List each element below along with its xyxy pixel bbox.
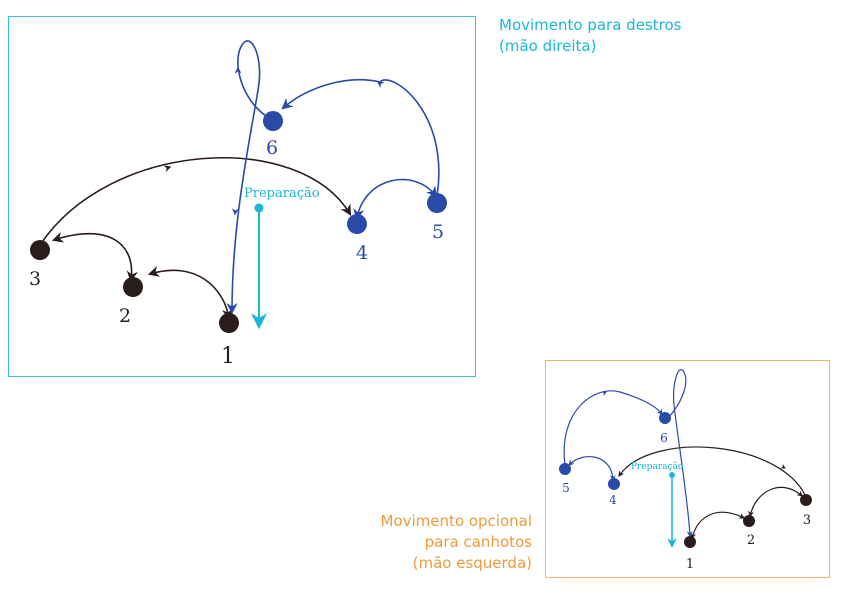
path-beat2-to-beat3 bbox=[51, 231, 138, 283]
lh-beat-2-dot bbox=[743, 515, 755, 527]
lh-beat-3-dot bbox=[800, 494, 812, 506]
left-caption-line3: (mão esquerda) bbox=[412, 554, 532, 572]
left-caption-line1: Movimento opcional bbox=[380, 512, 533, 530]
path-beat4-to-beat5 bbox=[353, 178, 438, 221]
lh-beat-2-label: 2 bbox=[747, 533, 755, 548]
left-hand-caption: Movimento opcional para canhotos (mão es… bbox=[381, 511, 533, 574]
lh-beat-5-label: 5 bbox=[562, 481, 570, 495]
beat-2-label: 2 bbox=[119, 305, 131, 327]
left-hand-diagram-frame bbox=[545, 360, 830, 578]
beat-4-dot bbox=[347, 214, 367, 234]
beat-3-dot bbox=[30, 240, 50, 260]
lh-path-beat5-to-beat6 bbox=[563, 390, 663, 466]
path-beat3-to-beat4 bbox=[39, 157, 352, 246]
beat-5-label: 5 bbox=[432, 221, 444, 243]
lh-path-beat1-to-beat2 bbox=[690, 511, 746, 540]
lh-beat-1-dot bbox=[684, 536, 696, 548]
lh-preparation-label: Preparação bbox=[631, 461, 683, 472]
lh-path-beat4-to-beat5 bbox=[568, 456, 616, 482]
preparation-label: Preparação bbox=[244, 186, 320, 201]
beat-4-label: 4 bbox=[356, 242, 368, 264]
path-beat1-to-beat2 bbox=[147, 266, 234, 321]
lh-beat-3-label: 3 bbox=[803, 513, 811, 528]
preparation-dot bbox=[254, 203, 264, 213]
right-hand-pattern: 1 2 3 4 5 6 Preparação bbox=[29, 40, 447, 369]
right-caption-line2: (mão direita) bbox=[499, 37, 597, 55]
path-beat6-loop-to-beat1 bbox=[226, 40, 270, 315]
beat-1-label: 1 bbox=[221, 344, 235, 369]
lh-beat-1-label: 1 bbox=[686, 557, 694, 572]
left-caption-line2: para canhotos bbox=[424, 533, 532, 551]
right-caption-line1: Movimento para destros bbox=[499, 16, 682, 34]
lh-beat-4-label: 4 bbox=[609, 493, 617, 507]
lh-path-beat3-to-beat4 bbox=[618, 446, 807, 498]
lh-beat-5-dot bbox=[559, 463, 571, 475]
beat-1-dot bbox=[219, 313, 239, 333]
beat-6-label: 6 bbox=[266, 137, 278, 159]
lh-path-beat6-loop-to-beat1 bbox=[667, 369, 693, 538]
right-hand-diagram-frame bbox=[8, 16, 476, 377]
arrow-loop-down bbox=[231, 208, 239, 216]
lh-beat-6-dot bbox=[659, 412, 671, 424]
lh-path-beat2-to-beat3 bbox=[748, 486, 803, 518]
arrow-on-5-6 bbox=[376, 81, 385, 89]
left-hand-pattern: 1 2 3 4 5 6 Preparação bbox=[559, 369, 812, 572]
beat-3-label: 3 bbox=[29, 268, 41, 290]
lh-beat-6-label: 6 bbox=[660, 431, 668, 445]
path-beat5-to-beat6 bbox=[281, 79, 440, 197]
beat-5-dot bbox=[427, 193, 447, 213]
beat-2-dot bbox=[123, 277, 143, 297]
right-hand-caption: Movimento para destros (mão direita) bbox=[499, 15, 681, 57]
lh-preparation-dot bbox=[669, 472, 675, 478]
beat-6-dot bbox=[263, 111, 283, 131]
lh-beat-4-dot bbox=[608, 478, 620, 490]
